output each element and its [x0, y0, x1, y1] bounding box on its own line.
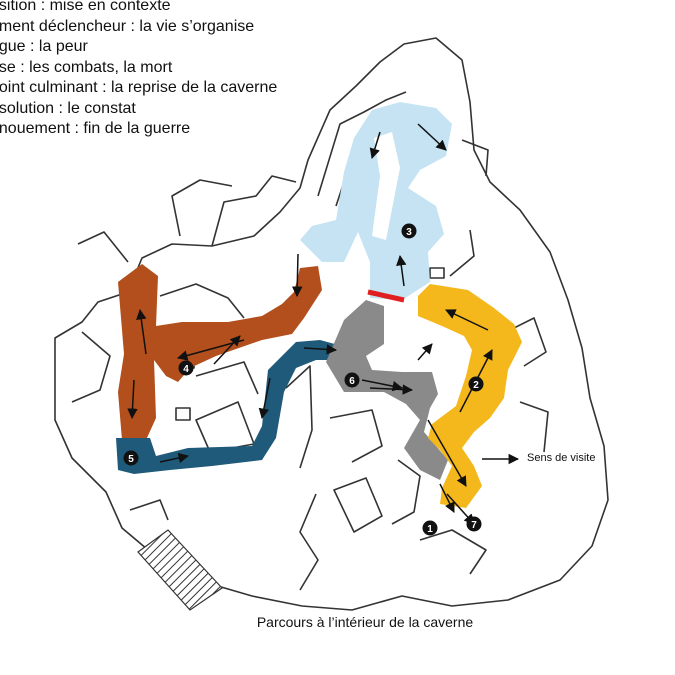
stage-intrigue: rigue : la peur	[0, 38, 88, 55]
marker-6: 6	[344, 372, 360, 388]
svg-text:1: 1	[427, 524, 433, 535]
zone-5-area	[116, 340, 342, 474]
stage-denouement: énouement : fin de la guerre	[0, 120, 191, 137]
svg-text:7: 7	[471, 520, 477, 531]
stage-exposition: osition : mise en contexte	[0, 0, 171, 14]
marker-5: 5	[123, 450, 139, 466]
direction-legend-label: Sens de visite	[527, 452, 596, 464]
zone-3-area	[300, 102, 452, 300]
svg-text:3: 3	[406, 227, 412, 238]
outer-outline	[54, 37, 609, 611]
stage-crisis: rise : les combats, la mort	[0, 58, 173, 76]
map-caption: Parcours à l’intérieur de la caverne	[256, 614, 474, 630]
zone-6-area	[326, 300, 448, 480]
barrier-line	[367, 289, 405, 303]
svg-text:4: 4	[183, 364, 189, 375]
zone-2-area	[418, 284, 522, 508]
hatched-building	[137, 529, 223, 611]
stage-resolution: ésolution : le constat	[0, 99, 136, 117]
stage-legend: osition : mise en contexte ément déclenc…	[0, 0, 277, 140]
marker-2: 2	[468, 376, 484, 392]
svg-text:6: 6	[349, 376, 355, 387]
marker-3: 3	[401, 223, 417, 239]
zone-4-area	[118, 264, 322, 440]
svg-text:2: 2	[473, 380, 479, 391]
marker-1: 1	[422, 520, 438, 536]
svg-text:5: 5	[128, 454, 134, 465]
marker-7: 7	[466, 516, 482, 532]
marker-4: 4	[178, 360, 194, 376]
stage-trigger-event: ément déclencheur : la vie s’organise	[0, 17, 255, 35]
stage-climax: point culminant : la reprise de la caver…	[0, 79, 278, 96]
